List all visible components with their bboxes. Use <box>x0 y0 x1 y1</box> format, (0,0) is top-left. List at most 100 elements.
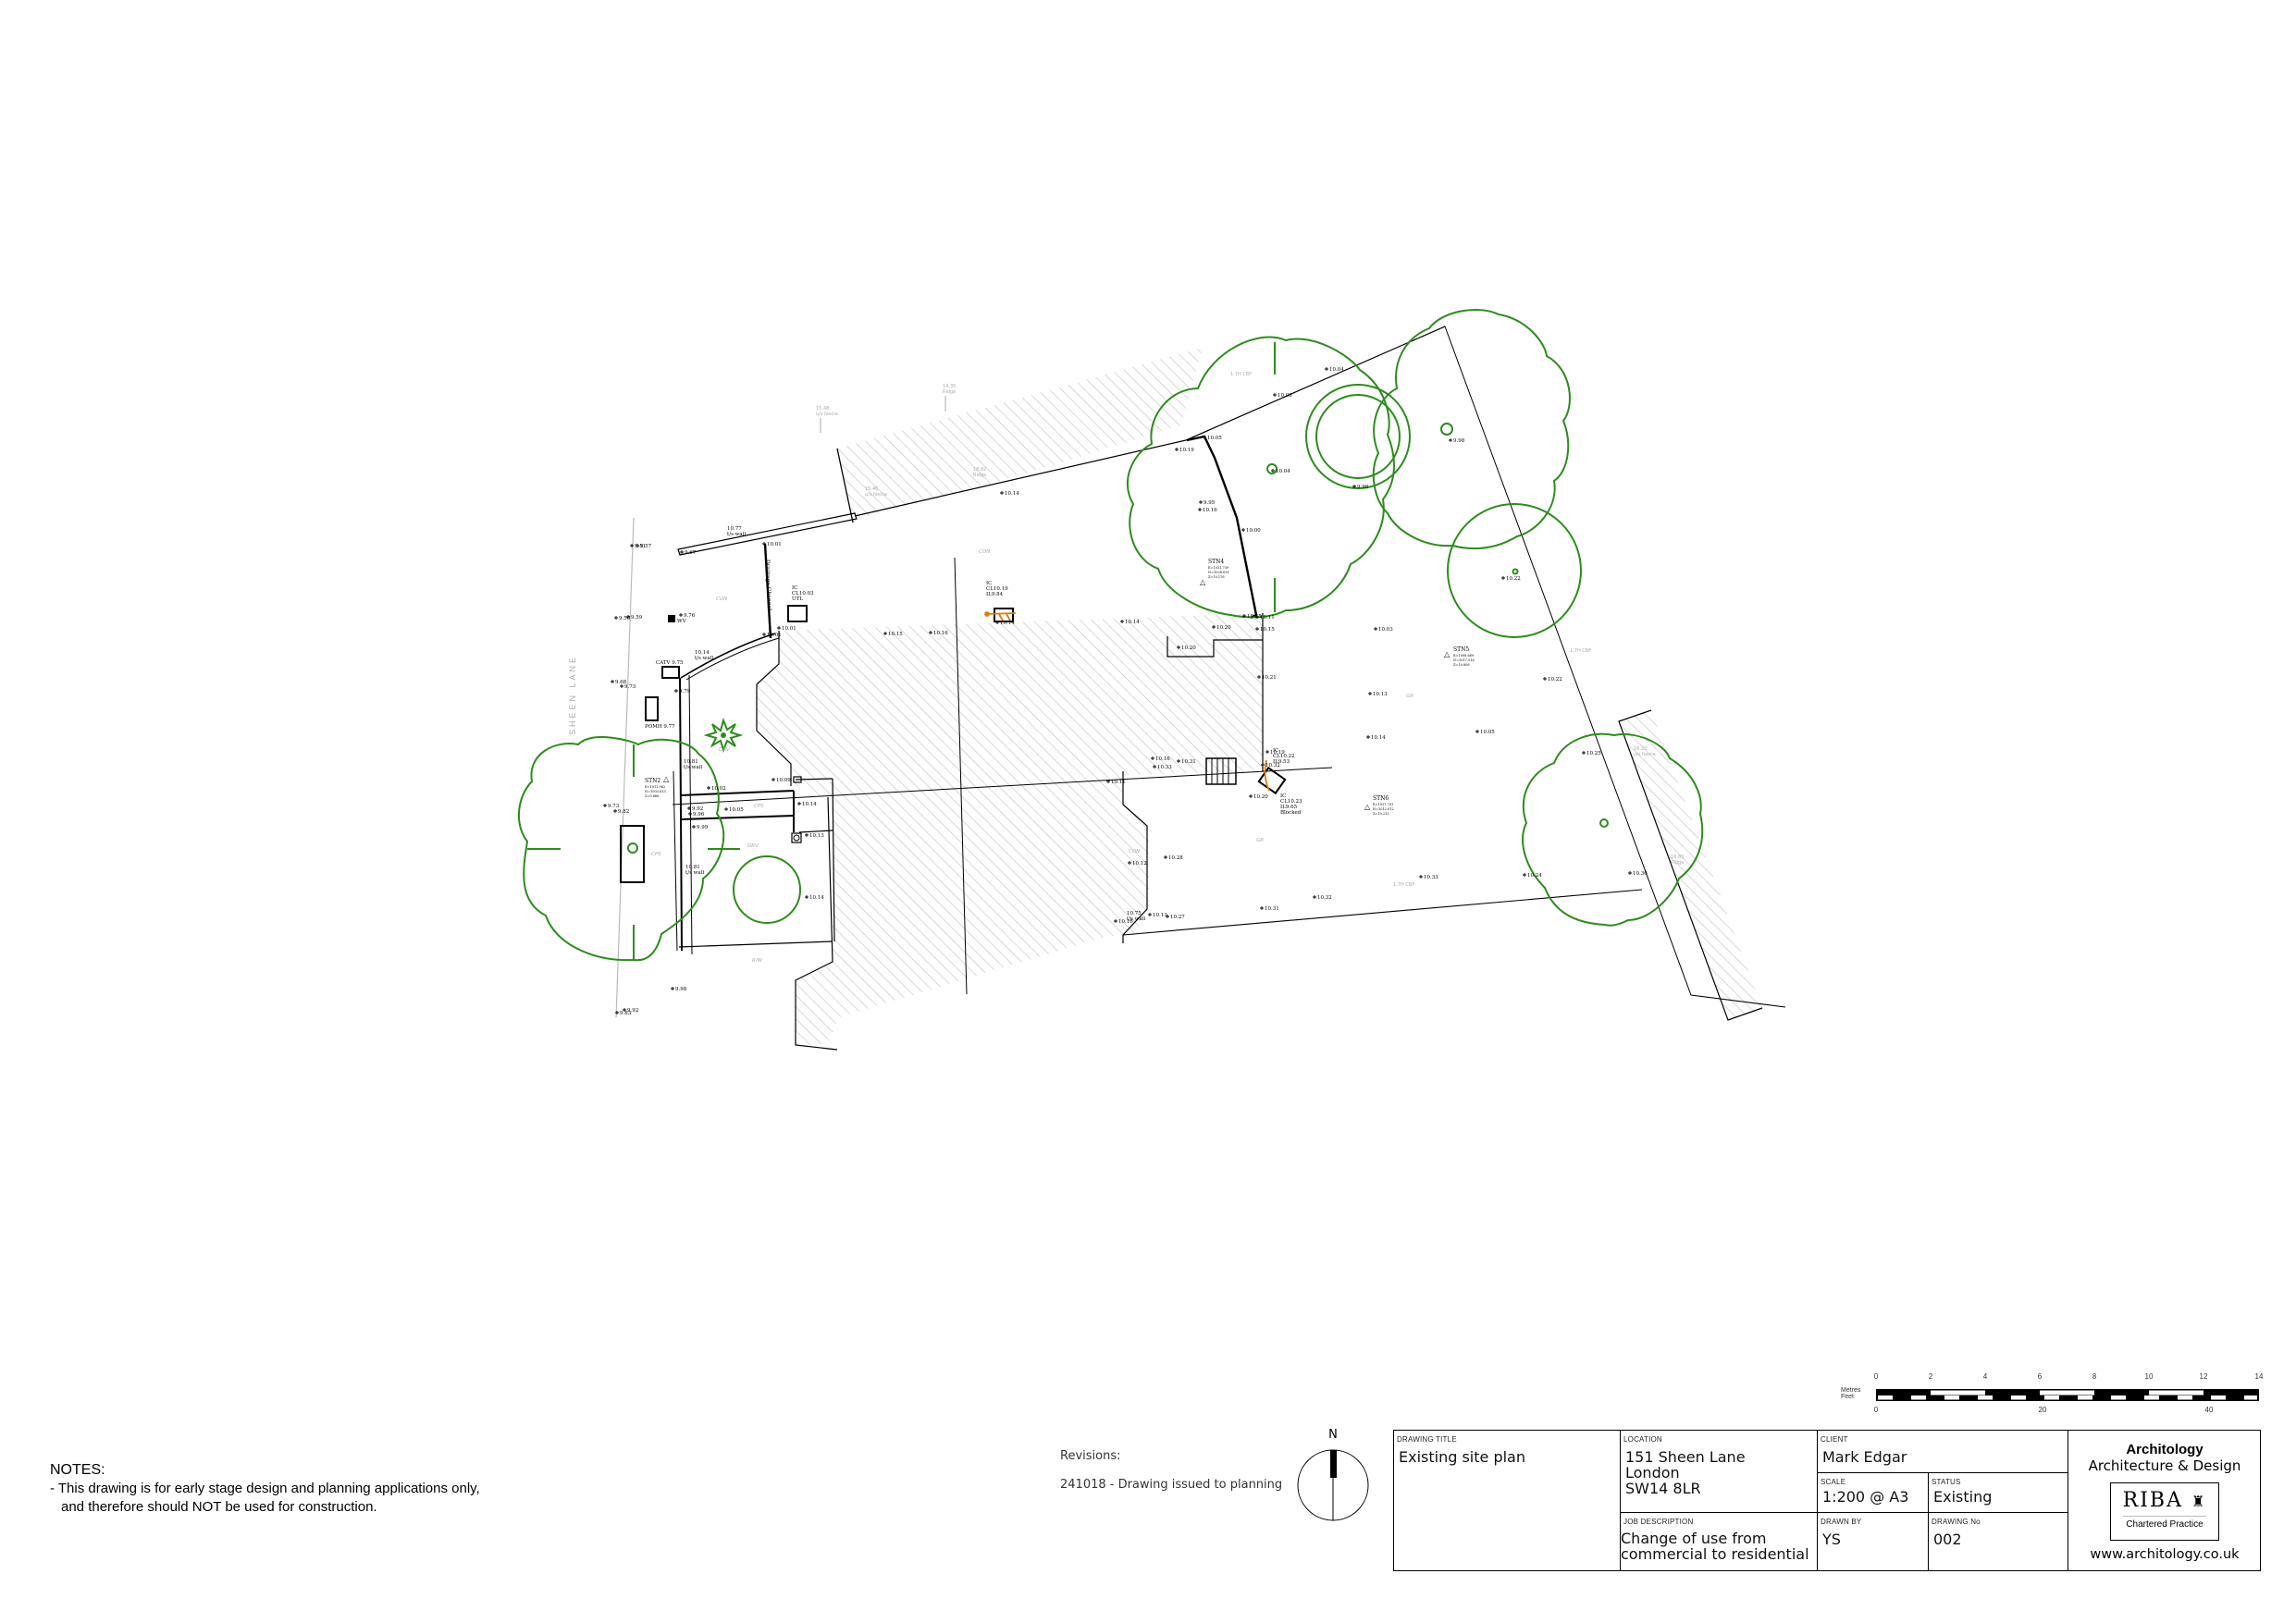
svg-text:CON: CON <box>716 596 727 602</box>
svg-text:△: △ <box>1364 803 1371 811</box>
svg-text:9.73: 9.73 <box>624 684 636 690</box>
svg-text:10.81: 10.81 <box>685 865 700 870</box>
svg-text:10.05: 10.05 <box>729 807 744 813</box>
svg-text:10.13: 10.13 <box>1373 692 1388 697</box>
spot-level: 10.20 <box>1212 625 1231 631</box>
svg-text:10.33: 10.33 <box>1157 765 1172 770</box>
svg-text:10.32: 10.32 <box>1317 895 1332 901</box>
spot-level: 10.14 <box>1366 735 1386 741</box>
spot-level: 10.13 <box>1368 692 1388 697</box>
spot-level: 10.14 <box>995 621 1015 626</box>
svg-text:10.09: 10.09 <box>776 778 791 783</box>
drawing-no-value: 002 <box>1933 1531 1962 1548</box>
svg-text:10.33: 10.33 <box>1424 875 1438 880</box>
practice-tagline: Architecture & Design <box>2088 1457 2241 1474</box>
spot-level: 9.98 <box>1449 438 1465 444</box>
spot-level: 10.32 <box>1261 763 1280 768</box>
revisions-title: Revisions: <box>1060 1449 1121 1463</box>
svg-text:10.08: 10.08 <box>1278 393 1292 399</box>
svg-text:10.03: 10.03 <box>1378 627 1393 633</box>
svg-text:10: 10 <box>2145 1372 2154 1381</box>
svg-text:9.98: 9.98 <box>675 987 687 992</box>
spot-level: 9.92 <box>687 806 703 812</box>
client-name: Mark Edgar <box>1822 1448 1907 1466</box>
svg-text:Ridge: Ridge <box>1671 860 1684 866</box>
utility-features <box>620 605 1287 883</box>
svg-text:1.7H CBF: 1.7H CBF <box>1570 648 1591 654</box>
spot-level: 10.20 <box>1249 794 1268 800</box>
station-stn4: STN4 E=1031.739 N=1028.031 Z=10.176 △ <box>1200 559 1229 586</box>
svg-text:Z=10.215: Z=10.215 <box>1373 812 1389 816</box>
spot-level: 10.16 <box>1114 919 1133 925</box>
svg-text:E=1008.669: E=1008.669 <box>1453 654 1474 658</box>
svg-text:16.83: 16.83 <box>1671 855 1684 860</box>
spot-level: 10.05 <box>724 807 744 813</box>
north-label: N <box>1328 1428 1338 1442</box>
svg-text:N=1017.516: N=1017.516 <box>1453 658 1475 662</box>
svg-text:15.46: 15.46 <box>865 486 878 492</box>
spot-level: 10.22 <box>1501 576 1521 582</box>
spot-level: 9.98 <box>671 987 687 992</box>
svg-text:10.25: 10.25 <box>1247 614 1262 620</box>
svg-text:12: 12 <box>2200 1372 2208 1381</box>
svg-text:CPS: CPS <box>651 852 661 857</box>
grey-annotations: 14.35 Ridge 15.48 u/s fascia 18.82 Ridge… <box>651 372 1684 964</box>
spot-level: 10.04 <box>1325 367 1344 373</box>
practice-website: www.architology.co.uk <box>2090 1547 2240 1562</box>
station-stn2: STN2 E=1011.962 N=1003.813 Z=9.866 △ <box>645 775 670 798</box>
tree-pit-box <box>620 825 645 883</box>
spot-level: 10.16 <box>929 631 948 636</box>
svg-text:10.81: 10.81 <box>684 759 698 765</box>
svg-text:STN2: STN2 <box>645 778 660 784</box>
svg-text:1.7H CBF: 1.7H CBF <box>1393 882 1414 888</box>
station-stn6: STN6 E=1017.701 N=1012.012 Z=10.215 △ <box>1364 795 1394 816</box>
spot-level: 10.14 <box>1000 491 1019 497</box>
spot-level: 10.01 <box>762 633 782 638</box>
tree-rear-5 <box>1522 732 1704 927</box>
svg-text:CL10.19: CL10.19 <box>986 586 1008 592</box>
spot-level: 9.73 <box>620 684 636 690</box>
spot-level: 10.11 <box>1106 780 1126 785</box>
svg-text:△: △ <box>1200 578 1206 586</box>
spot-level: 9.56 <box>614 616 631 621</box>
client-cell: CLIENT Mark Edgar <box>1818 1431 2068 1473</box>
svg-text:GR: GR <box>1256 838 1264 843</box>
svg-text:N=1028.031: N=1028.031 <box>1208 571 1229 574</box>
svg-text:IL9.65: IL9.65 <box>1280 805 1298 810</box>
svg-text:9.56: 9.56 <box>619 616 631 621</box>
svg-text:9.92: 9.92 <box>692 806 703 812</box>
svg-text:10.05: 10.05 <box>1480 730 1495 735</box>
svg-text:10.75: 10.75 <box>1127 911 1142 916</box>
spot-level: 9.59 <box>626 615 643 621</box>
svg-text:N=1012.012: N=1012.012 <box>1373 807 1394 811</box>
svg-text:10.27: 10.27 <box>1170 915 1185 920</box>
svg-text:40: 40 <box>2205 1406 2214 1414</box>
svg-text:14: 14 <box>2255 1372 2264 1381</box>
svg-text:u/s fascia: u/s fascia <box>1634 752 1656 757</box>
svg-text:10.20: 10.20 <box>1253 794 1268 800</box>
svg-text:9.59: 9.59 <box>631 615 643 621</box>
svg-text:10.77: 10.77 <box>727 526 742 532</box>
svg-text:Drainage Channel: Drainage Channel <box>764 559 772 610</box>
svg-text:10.11: 10.11 <box>1111 780 1126 785</box>
spot-level: 10.28 <box>1164 855 1183 861</box>
svg-text:9.82: 9.82 <box>618 809 629 815</box>
spot-level: 10.31 <box>1177 759 1196 765</box>
spot-level: 10.05 <box>1475 730 1495 735</box>
spot-level: 9.73 <box>603 804 620 809</box>
job-description-cell: JOB DESCRIPTION Change of use from comme… <box>1621 1513 1818 1570</box>
svg-text:10.31: 10.31 <box>1265 906 1279 912</box>
spot-level: 10.03 <box>1374 627 1393 633</box>
spot-level: 10.00 <box>1241 528 1261 534</box>
svg-text:10.12: 10.12 <box>1132 861 1147 867</box>
svg-text:STN5: STN5 <box>1453 646 1469 653</box>
svg-text:10.14: 10.14 <box>1000 621 1015 626</box>
inspection-chamber-2 <box>994 608 1014 622</box>
spot-level: 9.92 <box>623 1008 638 1014</box>
svg-text:t/s wall: t/s wall <box>1127 916 1145 922</box>
svg-text:10.14: 10.14 <box>1005 491 1019 497</box>
tree-front-large <box>517 736 740 962</box>
svg-text:POMH 9.77: POMH 9.77 <box>645 724 675 730</box>
svg-text:8: 8 <box>2092 1372 2097 1381</box>
svg-text:IC: IC <box>986 581 992 586</box>
